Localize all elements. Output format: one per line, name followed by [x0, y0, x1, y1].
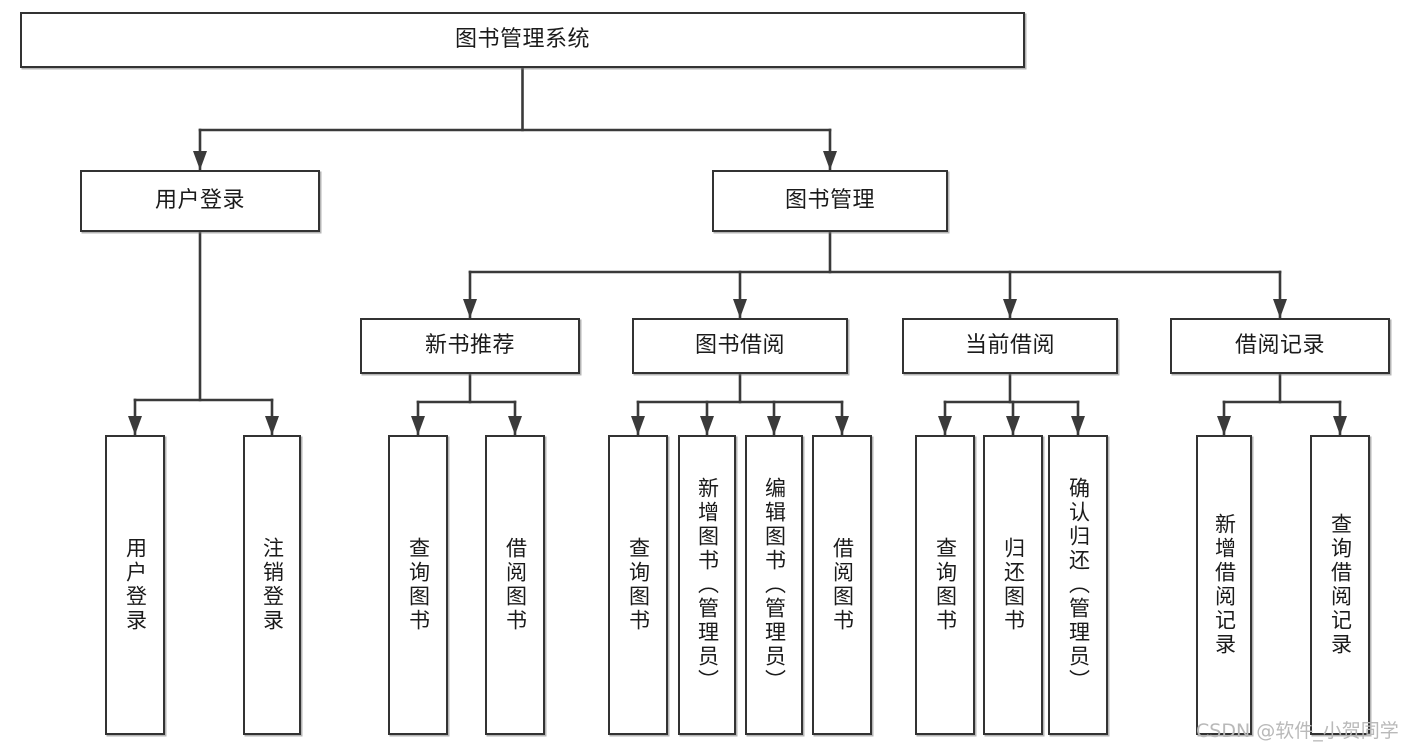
- connector-root-to-level1-arrowhead-icon: [823, 151, 837, 170]
- leaf-query-book-3-label: 查询图书: [933, 537, 958, 633]
- connector-book-management-to-level2-arrowhead-icon: [733, 299, 747, 318]
- leaf-edit-book-admin[interactable]: 编辑图书（管理员）: [745, 435, 803, 735]
- connector-borrow-records-to-leaves-arrowhead-icon: [1333, 416, 1347, 435]
- leaf-query-book-1-label: 查询图书: [406, 537, 431, 633]
- node-book-management-label: 图书管理: [784, 188, 875, 214]
- connector-user-login-to-leaves-arrowhead-icon: [265, 416, 279, 435]
- leaf-query-book-3[interactable]: 查询图书: [915, 435, 975, 735]
- node-new-book-recommend[interactable]: 新书推荐: [360, 318, 580, 374]
- node-user-login-label: 用户登录: [154, 188, 245, 214]
- connector-book-borrow-to-leaves-arrowhead-icon: [767, 416, 781, 435]
- leaf-query-borrow-record[interactable]: 查询借阅记录: [1310, 435, 1370, 735]
- node-new-book-recommend-label: 新书推荐: [424, 333, 515, 359]
- leaf-add-borrow-record[interactable]: 新增借阅记录: [1196, 435, 1252, 735]
- node-current-borrow[interactable]: 当前借阅: [902, 318, 1118, 374]
- leaf-add-book-admin[interactable]: 新增图书（管理员）: [678, 435, 736, 735]
- leaf-query-book-2[interactable]: 查询图书: [608, 435, 668, 735]
- node-book-borrow-label: 图书借阅: [694, 333, 785, 359]
- leaf-user-login-label: 用户登录: [123, 537, 148, 633]
- node-root[interactable]: 图书管理系统: [20, 12, 1025, 68]
- leaf-user-login[interactable]: 用户登录: [105, 435, 165, 735]
- leaf-add-book-admin-label: 新增图书（管理员）: [695, 477, 720, 693]
- connector-book-borrow-to-leaves-arrowhead-icon: [700, 416, 714, 435]
- leaf-borrow-book-1[interactable]: 借阅图书: [485, 435, 545, 735]
- leaf-confirm-return-admin-label: 确认归还（管理员）: [1066, 477, 1091, 693]
- connector-current-borrow-to-leaves-arrowhead-icon: [1071, 416, 1085, 435]
- connector-current-borrow-to-leaves-arrowhead-icon: [1006, 416, 1020, 435]
- node-book-borrow[interactable]: 图书借阅: [632, 318, 848, 374]
- node-borrow-records-label: 借阅记录: [1234, 333, 1325, 359]
- connector-borrow-records-to-leaves-arrowhead-icon: [1217, 416, 1231, 435]
- connector-user-login-to-leaves-arrowhead-icon: [128, 416, 142, 435]
- leaf-borrow-book-2-label: 借阅图书: [830, 537, 855, 633]
- connector-new-book-to-leaves-arrowhead-icon: [411, 416, 425, 435]
- node-book-management[interactable]: 图书管理: [712, 170, 948, 232]
- node-current-borrow-label: 当前借阅: [964, 333, 1055, 359]
- leaf-borrow-book-2[interactable]: 借阅图书: [812, 435, 872, 735]
- leaf-logout-login[interactable]: 注销登录: [243, 435, 301, 735]
- node-root-label: 图书管理系统: [454, 27, 590, 53]
- leaf-borrow-book-1-label: 借阅图书: [503, 537, 528, 633]
- watermark-text: CSDN @软件_小贺同学: [1196, 720, 1399, 742]
- connector-book-management-to-level2-arrowhead-icon: [1003, 299, 1017, 318]
- leaf-confirm-return-admin[interactable]: 确认归还（管理员）: [1048, 435, 1108, 735]
- leaf-return-book-label: 归还图书: [1001, 537, 1026, 633]
- node-user-login[interactable]: 用户登录: [80, 170, 320, 232]
- leaf-query-borrow-record-label: 查询借阅记录: [1328, 513, 1353, 657]
- leaf-add-borrow-record-label: 新增借阅记录: [1212, 513, 1237, 657]
- connector-new-book-to-leaves-arrowhead-icon: [508, 416, 522, 435]
- leaf-return-book[interactable]: 归还图书: [983, 435, 1043, 735]
- leaf-query-book-2-label: 查询图书: [626, 537, 651, 633]
- node-borrow-records[interactable]: 借阅记录: [1170, 318, 1390, 374]
- leaf-edit-book-admin-label: 编辑图书（管理员）: [762, 477, 787, 693]
- connector-book-borrow-to-leaves-arrowhead-icon: [835, 416, 849, 435]
- leaf-query-book-1[interactable]: 查询图书: [388, 435, 448, 735]
- connector-book-borrow-to-leaves-arrowhead-icon: [631, 416, 645, 435]
- connector-current-borrow-to-leaves-arrowhead-icon: [938, 416, 952, 435]
- leaf-logout-login-label: 注销登录: [260, 537, 285, 633]
- connector-book-management-to-level2-arrowhead-icon: [463, 299, 477, 318]
- connector-book-management-to-level2-arrowhead-icon: [1273, 299, 1287, 318]
- connector-root-to-level1-arrowhead-icon: [193, 151, 207, 170]
